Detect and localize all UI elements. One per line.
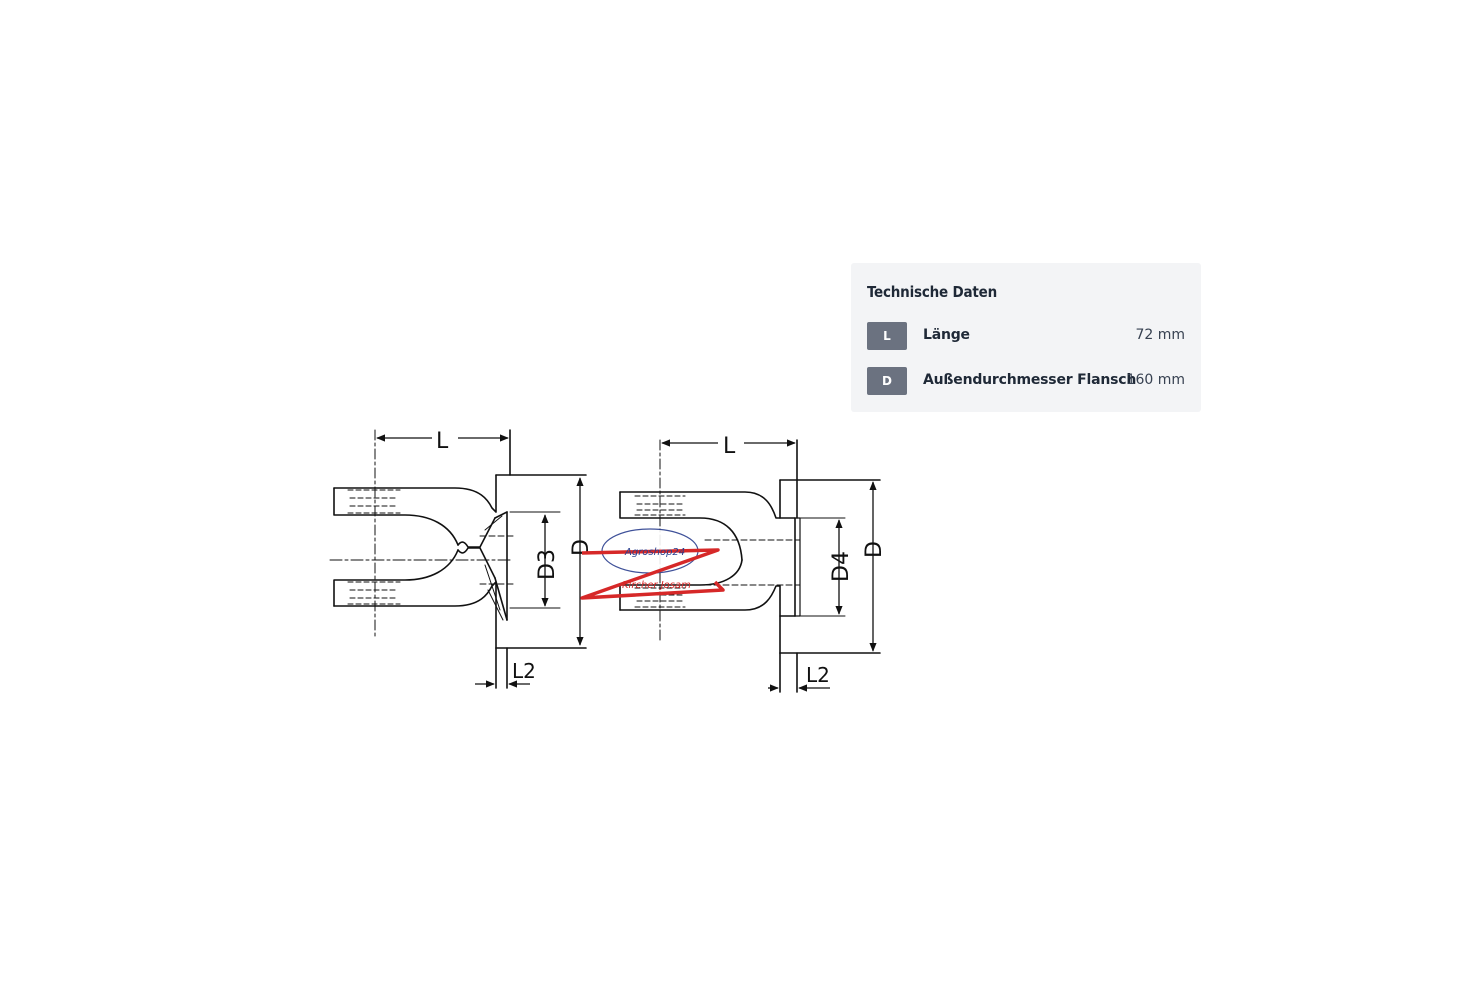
- technical-drawing: L L D D3 D D4 L2 L2 Agroshop24 Kircher J…: [329, 428, 887, 693]
- spec-value-length: 72 mm: [1135, 327, 1185, 343]
- right-diameter-label: D: [862, 541, 887, 558]
- left-length-label: L: [436, 429, 449, 454]
- spec-label-flange-diameter: Außendurchmesser Flansch: [923, 372, 1137, 388]
- spec-value-flange-diameter: 160 mm: [1126, 372, 1185, 388]
- left-flange-label: L2: [512, 659, 536, 683]
- agroshop-watermark-logo: Agroshop24 Kircher Josam: [580, 528, 725, 600]
- right-flange-label: L2: [806, 663, 830, 687]
- watermark-brand: Agroshop24: [624, 547, 685, 558]
- spec-label-length: Länge: [923, 327, 970, 343]
- technical-data-panel: Technische Daten L Länge 72 mm D Außendu…: [851, 263, 1201, 412]
- left-inner-diameter-label: D3: [535, 549, 560, 580]
- spec-row-length: L Länge 72 mm: [867, 322, 1185, 350]
- left-yoke-drawing: [329, 429, 587, 689]
- technical-data-title: Technische Daten: [867, 283, 998, 301]
- right-yoke-drawing: [619, 439, 881, 693]
- right-inner-diameter-label: D4: [829, 551, 854, 582]
- spec-badge-flange-diameter: D: [867, 367, 907, 395]
- spec-badge-length: L: [867, 322, 907, 350]
- watermark-signature: Kircher Josam: [622, 580, 691, 591]
- right-length-label: L: [723, 434, 736, 459]
- spec-row-flange-diameter: D Außendurchmesser Flansch 160 mm: [867, 367, 1185, 395]
